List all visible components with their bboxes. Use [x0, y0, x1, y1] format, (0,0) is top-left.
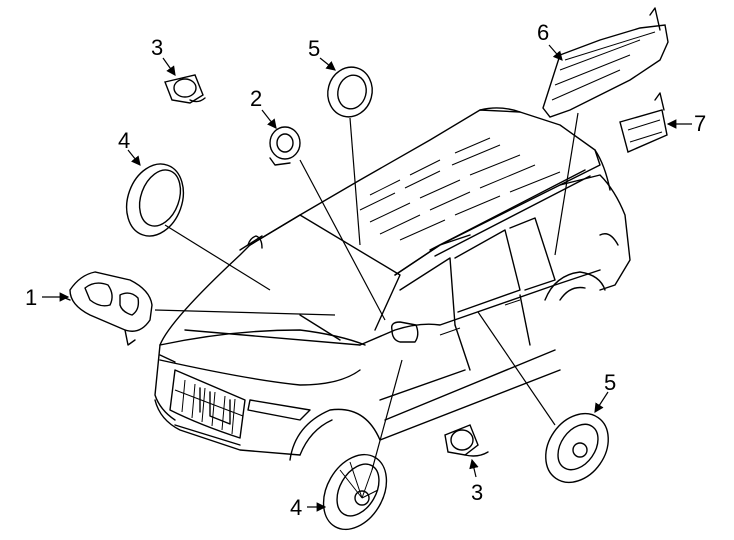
part-5-speaker-bottom: [545, 412, 609, 484]
callout-4-bottom: 4: [290, 495, 303, 520]
part-7-module: [619, 92, 668, 153]
part-5-speaker-top: [327, 66, 373, 118]
callout-6: 6: [537, 20, 550, 45]
part-3-speaker-bottom: [444, 424, 489, 457]
part-2-tweeter: [269, 126, 301, 166]
callout-3-bottom: 3: [471, 480, 484, 505]
leader-lines: [42, 44, 692, 512]
callout-4-top: 4: [118, 128, 131, 153]
part-1-bracket: [64, 271, 153, 346]
part-4-woofer-bottom: [322, 453, 388, 531]
part-4-woofer-top: [125, 163, 185, 237]
callout-2: 2: [250, 86, 263, 111]
callout-3-top: 3: [151, 35, 164, 60]
vehicle-outline: [154, 107, 631, 461]
part-3-speaker-top: [164, 74, 206, 104]
callout-5-bottom: 5: [604, 370, 617, 395]
callout-5-top: 5: [308, 36, 321, 61]
callout-7: 7: [694, 111, 707, 136]
callout-1: 1: [25, 285, 38, 310]
part-6-amplifier: [542, 7, 669, 118]
